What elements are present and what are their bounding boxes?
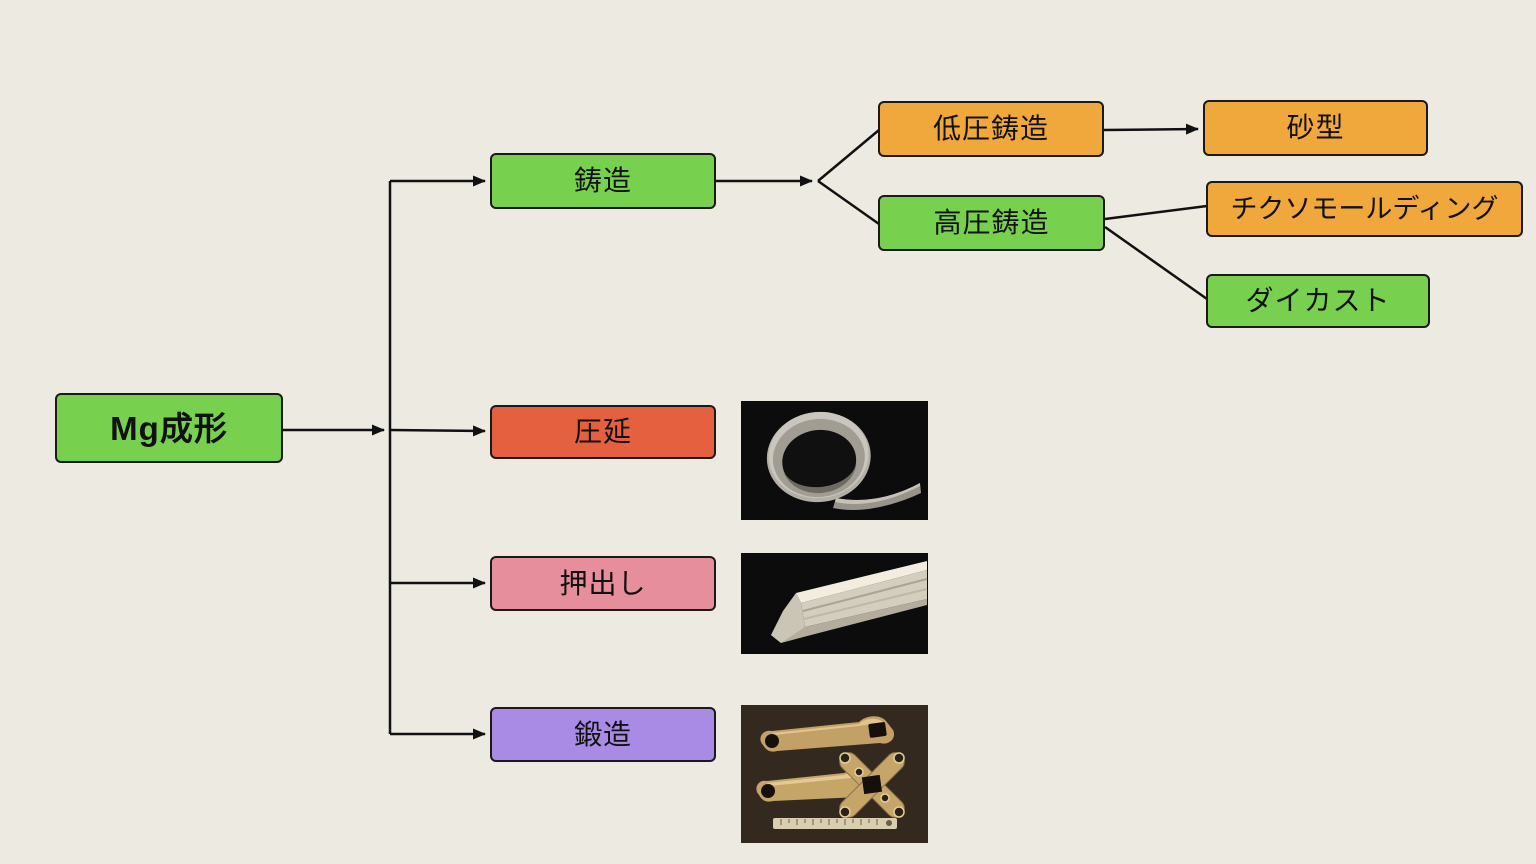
node-sand-mold: 砂型 (1203, 100, 1428, 156)
node-mg-forming-root: Mg成形 (55, 393, 283, 463)
extrusion-product-photo (741, 553, 928, 654)
node-rolling: 圧延 (490, 405, 716, 459)
node-thixomolding: チクソモールディング (1206, 181, 1523, 237)
edge-split-low-pressure (817, 129, 880, 182)
edge-highpressure-diecast (1104, 225, 1208, 301)
node-high-pressure-casting: 高圧鋳造 (878, 195, 1105, 251)
ruler (773, 818, 897, 829)
node-label: Mg成形 (110, 409, 228, 447)
node-label: 高圧鋳造 (933, 207, 1050, 238)
node-label: 低圧鋳造 (932, 113, 1049, 144)
node-casting: 鋳造 (490, 153, 716, 209)
node-forging: 鍛造 (490, 707, 716, 762)
node-label: 鍛造 (573, 718, 632, 750)
node-label: 圧延 (573, 416, 632, 447)
node-low-pressure-casting: 低圧鋳造 (878, 101, 1104, 157)
node-label: 鋳造 (573, 165, 632, 196)
node-label: ダイカスト (1245, 285, 1391, 316)
node-label: チクソモールディング (1230, 193, 1499, 224)
forging-product-photo (741, 705, 928, 843)
edge-trunk-rolling (389, 425, 486, 437)
node-label: 砂型 (1286, 112, 1345, 143)
rolling-product-photo (741, 401, 928, 520)
node-die-casting: ダイカスト (1206, 274, 1430, 328)
node-label: 押出し (559, 567, 647, 599)
edge-highpressure-thixomolding (1104, 204, 1208, 221)
edge-lowpressure-sandmold (1103, 123, 1199, 135)
node-extrusion: 押出し (490, 556, 716, 611)
edge-split-high-pressure (817, 179, 880, 226)
